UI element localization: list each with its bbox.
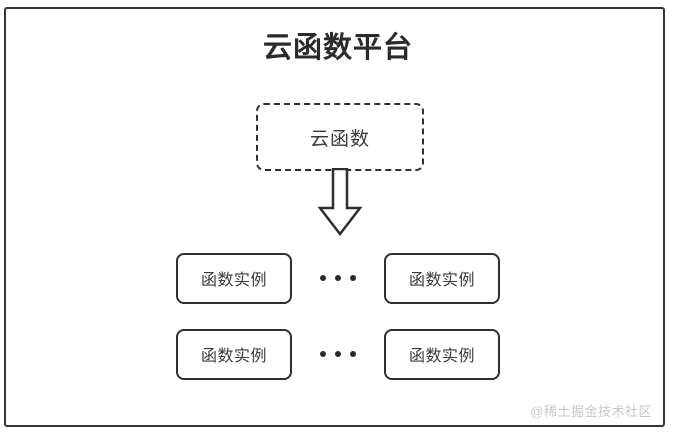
page-title: 云函数平台 [262, 32, 413, 64]
function-instance-box: 函数实例 [384, 328, 500, 380]
instance-row: 函数实例 函数实例 [0, 252, 676, 304]
ellipsis-dot [335, 275, 341, 281]
cloud-function-label: 云函数 [309, 128, 370, 150]
cloud-function-node: 云函数 [256, 103, 424, 171]
ellipsis-icon [292, 253, 384, 304]
watermark: @稀土掘金技术社区 [530, 404, 652, 419]
function-instance-box: 函数实例 [176, 252, 292, 304]
ellipsis-dot [320, 275, 326, 281]
function-instance-label: 函数实例 [200, 348, 267, 365]
function-instance-box: 函数实例 [384, 252, 500, 304]
function-instance-label: 函数实例 [408, 272, 475, 289]
function-instance-box: 函数实例 [176, 328, 292, 380]
ellipsis-dot [350, 275, 356, 281]
ellipsis-dot [320, 351, 326, 357]
ellipsis-dot [350, 351, 356, 357]
ellipsis-icon [292, 329, 384, 380]
function-instance-label: 函数实例 [408, 348, 475, 365]
instance-row: 函数实例 函数实例 [0, 328, 676, 380]
function-instance-label: 函数实例 [200, 272, 267, 289]
ellipsis-dot [335, 351, 341, 357]
down-block-arrow-icon [316, 167, 364, 237]
